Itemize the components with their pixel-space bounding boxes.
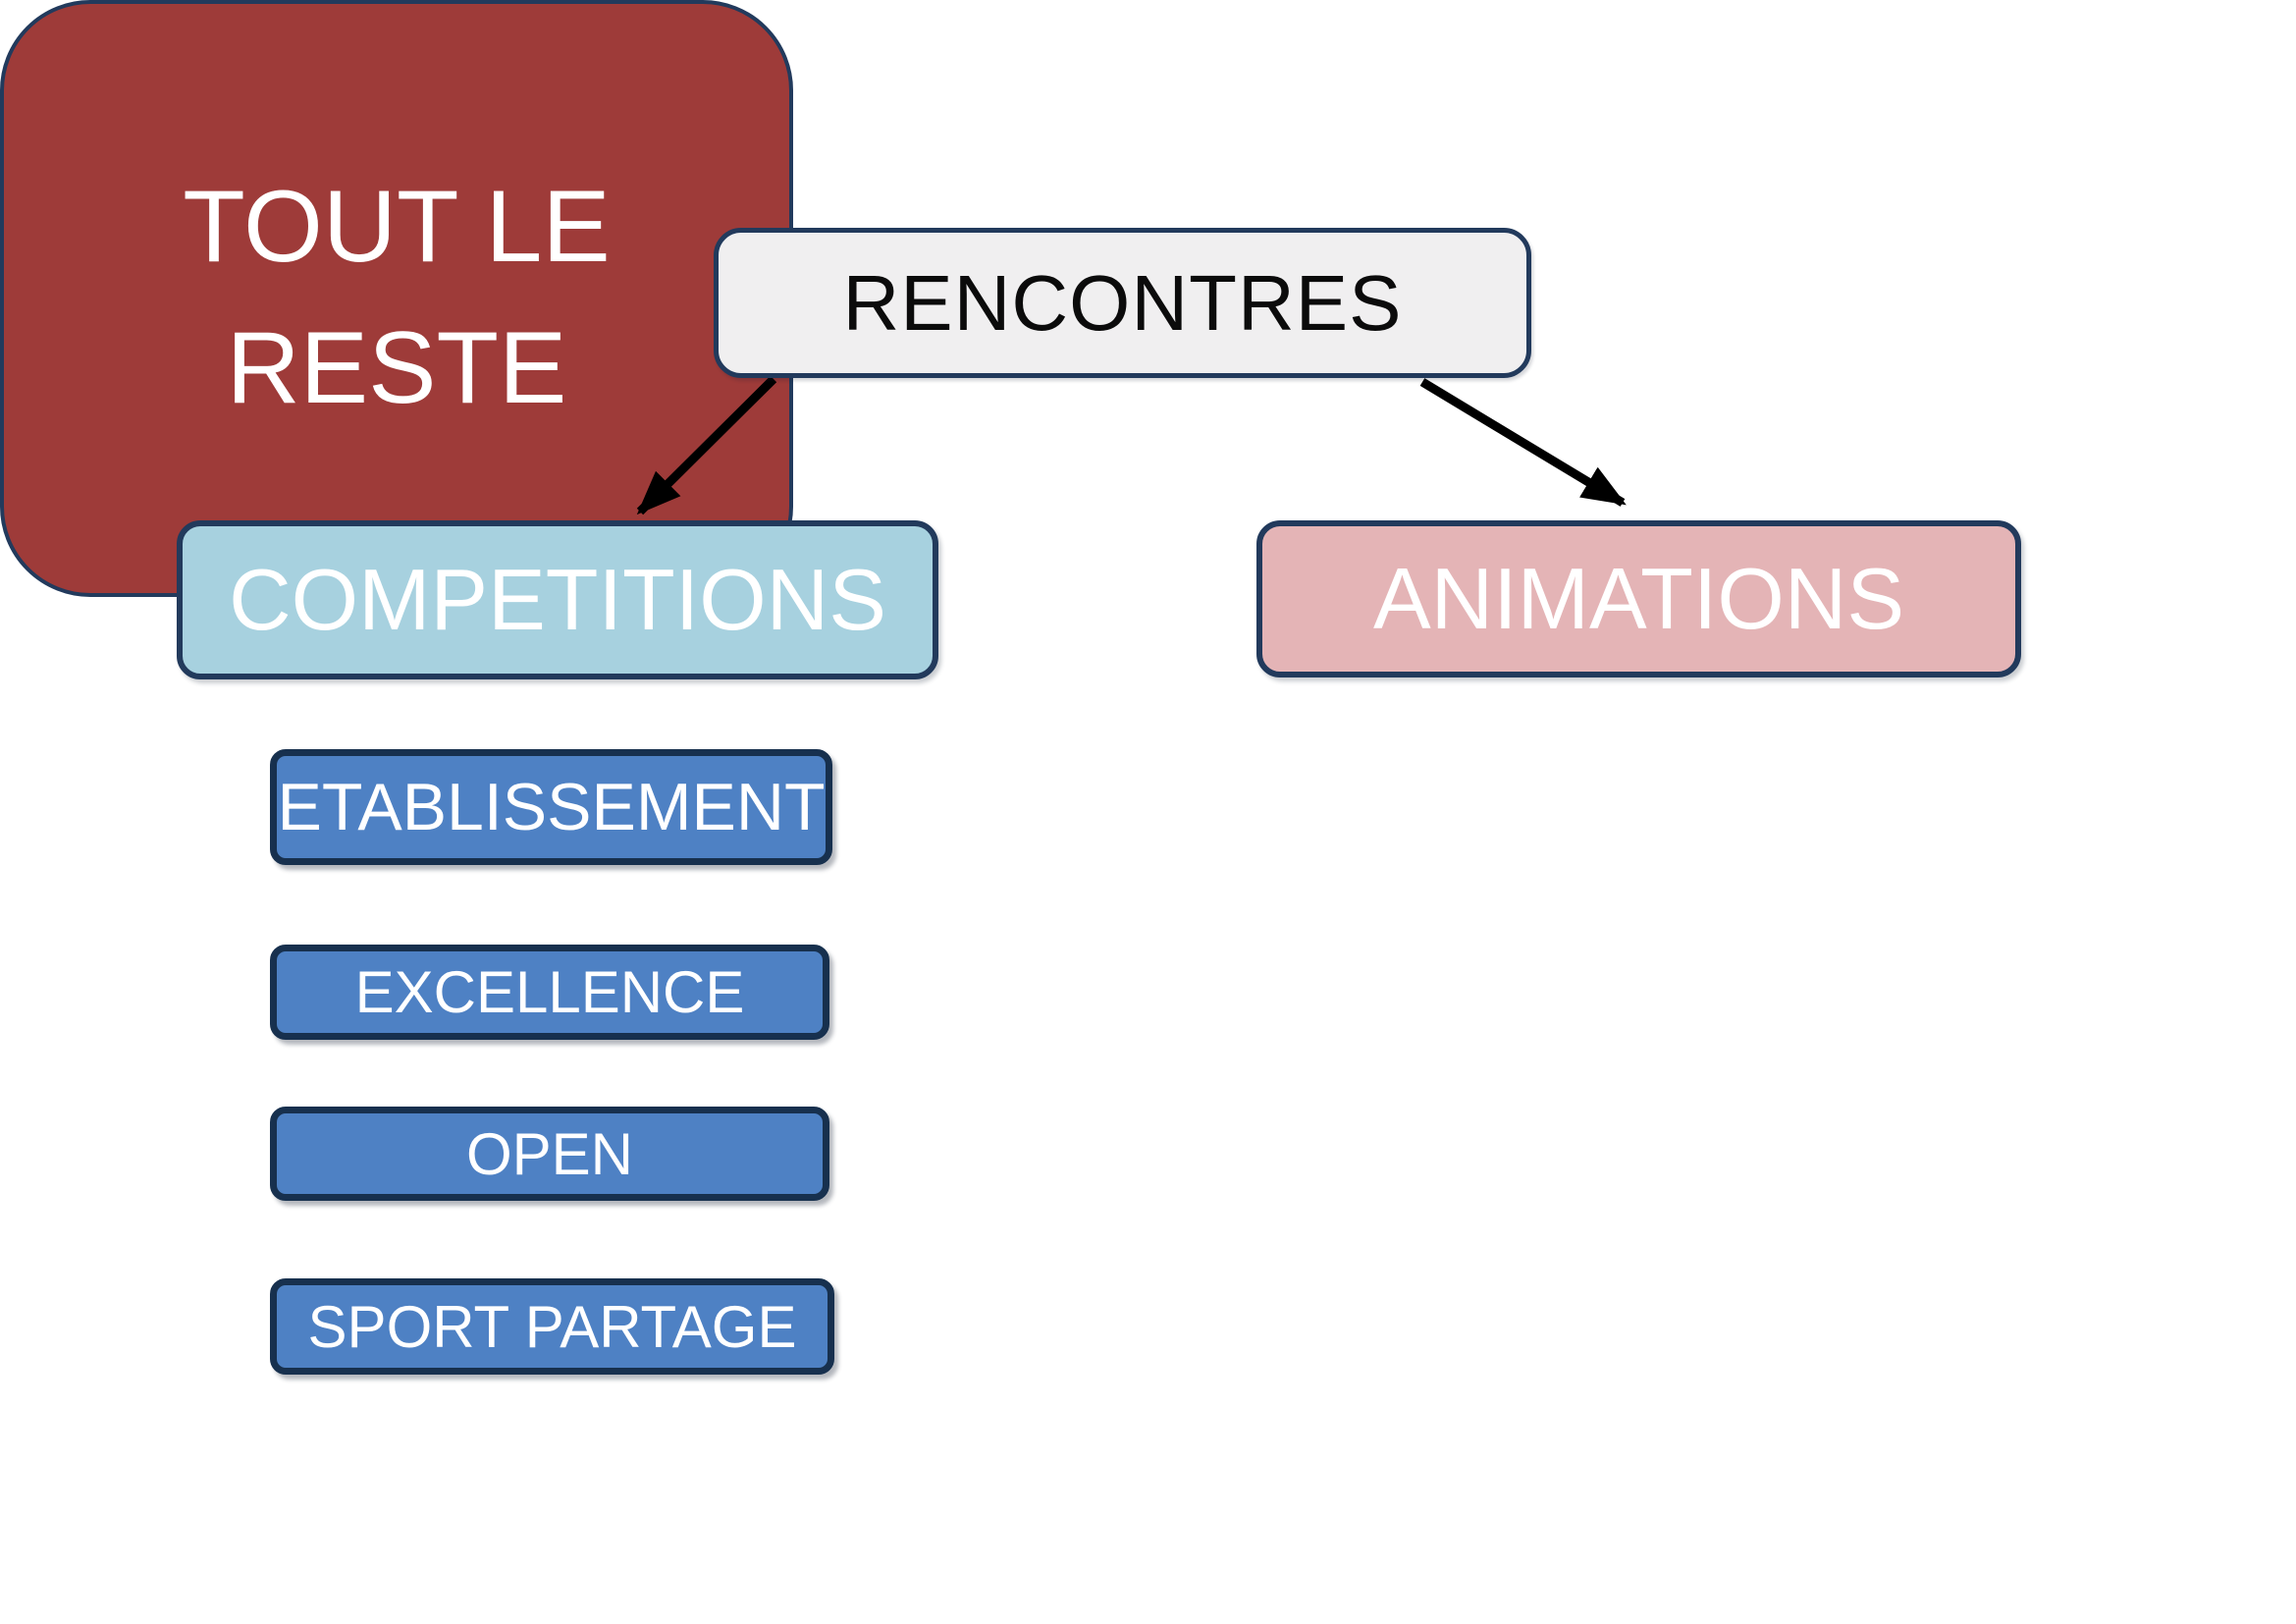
node-tout-le-reste-line2: RESTE	[226, 311, 567, 425]
node-excellence: EXCELLENCE	[270, 945, 829, 1040]
node-competitions-label: COMPETITIONS	[229, 551, 886, 648]
node-animations-label: ANIMATIONS	[1372, 550, 1905, 647]
node-animations: ANIMATIONS	[1256, 520, 2021, 677]
node-tout-le-reste-line1: TOUT LE	[183, 170, 611, 285]
node-competitions: COMPETITIONS	[177, 520, 938, 679]
node-sport-partage: SPORT PARTAGE	[270, 1278, 834, 1375]
node-etablissement-label: ETABLISSEMENT	[277, 770, 826, 844]
node-etablissement: ETABLISSEMENT	[270, 749, 832, 865]
node-rencontres: RENCONTRES	[714, 228, 1531, 378]
node-open: OPEN	[270, 1107, 829, 1201]
node-open-label: OPEN	[465, 1120, 634, 1187]
node-rencontres-label: RENCONTRES	[842, 258, 1403, 347]
node-excellence-label: EXCELLENCE	[354, 959, 745, 1025]
node-tout-le-reste: TOUT LE RESTE	[0, 0, 793, 597]
arrow-rencontres-to-animations	[1419, 378, 1627, 507]
node-sport-partage-label: SPORT PARTAGE	[307, 1293, 797, 1360]
